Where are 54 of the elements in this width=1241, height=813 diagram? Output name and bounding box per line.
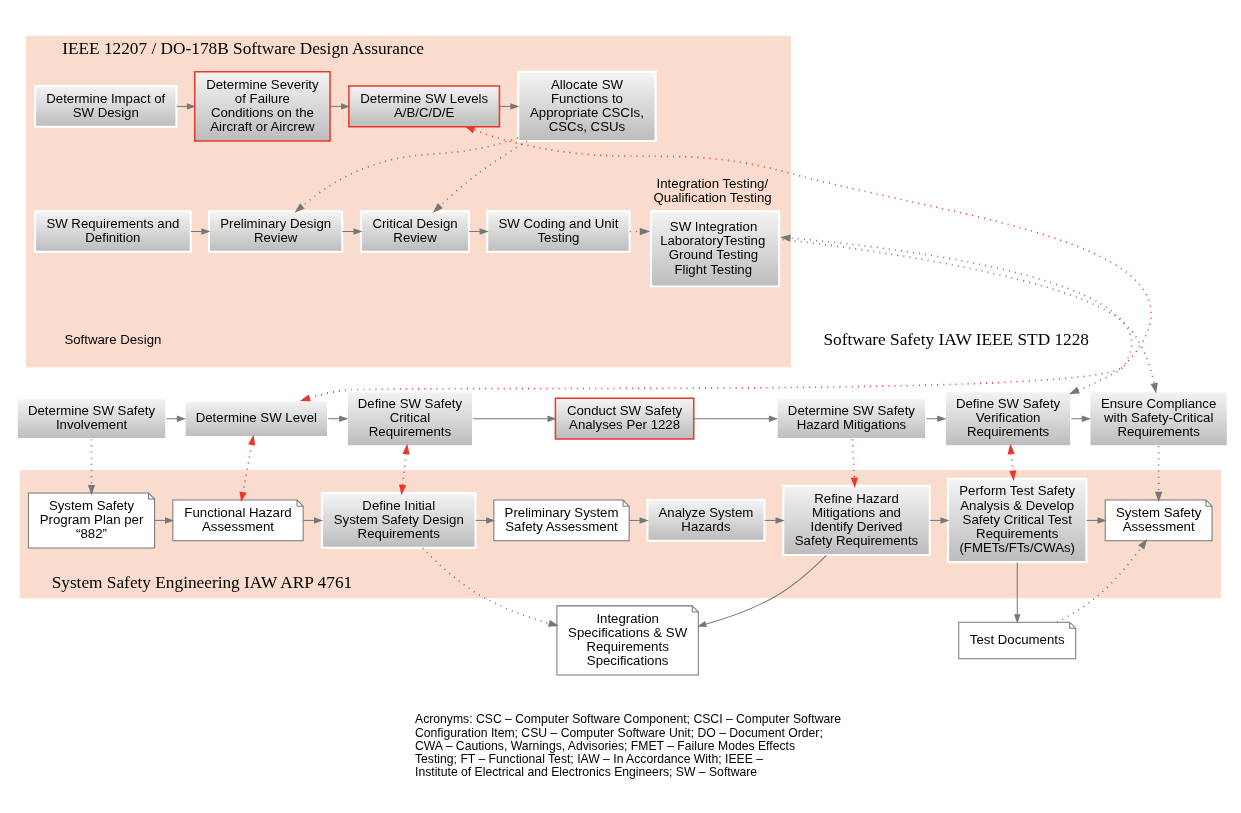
node-box: Conduct SW Safety Analyses Per 1228 — [554, 397, 695, 440]
arrow — [850, 438, 858, 488]
node-box: SW Coding and Unit Testing — [486, 209, 631, 253]
arrow — [327, 415, 349, 422]
node-box: Ensure Compliance with Safety-Critical Requirements — [1088, 389, 1229, 447]
node-box: Perform Test Safety Analysis & Develop Safety Critical Test Requirements (FMETs/FTs/CWAs) — [947, 477, 1088, 563]
arrow — [341, 227, 363, 235]
node-box: Determine Severity of Failure Conditions on the Aircraft or Aircrew — [194, 70, 331, 142]
node-box: Analyze System Hazards — [646, 498, 766, 542]
arrow — [925, 415, 947, 422]
node-box: Critical Design Review — [360, 209, 470, 253]
node-box: Determine SW Levels A/B/C/D/E — [348, 84, 501, 127]
arrow — [1155, 444, 1163, 502]
arrow — [1014, 561, 1021, 623]
arrow — [1007, 443, 1017, 481]
arrow — [190, 227, 211, 235]
arrow — [472, 415, 557, 422]
label: Acronyms: CSC – Computer Software Component; CSCI – Computer Software Configuration Item; CSU – Computer Software Unit; DO – Document Order; CWA – Cautions, Warnings, Advisories; FMET – Failure Modes Effects Testing; FT – Functional Test; IAW – In Accordance With; IEEE – Institute of Electrical and Electronics Engineers; SW – Software — [415, 711, 842, 779]
arrow — [1070, 415, 1091, 422]
node-box: Define Initial System Safety Design Requirements — [320, 491, 477, 549]
node-label: Integration Testing/ Qualification Testing — [653, 175, 772, 205]
node-box: Define SW Safety Verification Requirements — [944, 389, 1073, 447]
arrow — [693, 415, 778, 422]
arrow — [329, 102, 351, 110]
node-box: Determine SW Safety Involvement — [15, 396, 168, 440]
node-box: Allocate SW Functions to Appropriate CSCIs, CSCs, CSUs — [517, 70, 657, 142]
arrow — [399, 443, 410, 495]
arrow — [475, 516, 496, 524]
arrow — [299, 125, 1152, 401]
node-box: Define SW Safety Critical Requirements — [345, 389, 474, 447]
arrow — [628, 516, 649, 524]
arrow — [302, 516, 324, 524]
arrow — [239, 434, 256, 502]
arrow — [294, 136, 519, 213]
arrow — [421, 546, 559, 627]
node-box: Determine SW Safety Hazard Mitigations — [775, 396, 928, 440]
arrow — [499, 102, 520, 110]
arrow — [929, 516, 950, 524]
arrow — [432, 139, 528, 213]
arrow — [154, 516, 175, 524]
node-box: Determine Impact of SW Design — [34, 84, 178, 128]
label: Software Design — [64, 331, 162, 347]
arrow — [763, 516, 785, 524]
arrow — [176, 102, 197, 110]
arrow — [87, 438, 96, 495]
arrow — [166, 415, 186, 422]
node-box: Determine SW Level — [183, 398, 330, 438]
arrow — [697, 554, 827, 627]
node-box: Preliminary Design Review — [208, 209, 344, 253]
label: Software Safety IAW IEEE STD 1228 — [823, 329, 1090, 349]
node-box: SW Requirements and Definition — [34, 209, 192, 253]
node-box: Refine Hazard Mitigations and Identify Derived Safety Requirements — [782, 484, 931, 556]
arrow — [468, 227, 489, 235]
arrow — [1056, 538, 1148, 623]
